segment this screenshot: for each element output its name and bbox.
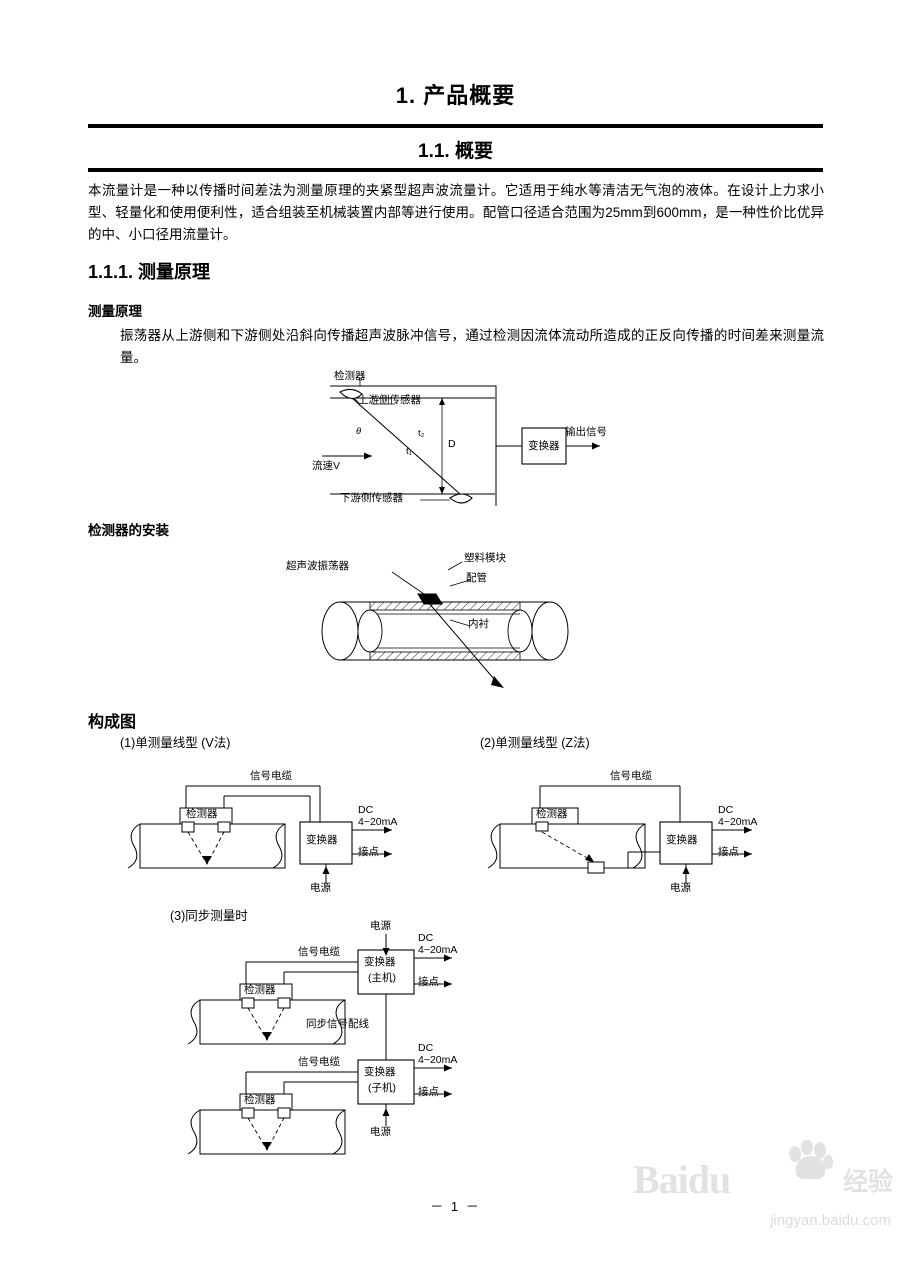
label-power-z: 电源 bbox=[670, 882, 691, 894]
label-signal-cable-z: 信号电缆 bbox=[610, 770, 652, 782]
subsection-title: 1.1.1. 测量原理 bbox=[88, 262, 211, 282]
label-upstream-sensor: 上游侧传感器 bbox=[358, 394, 421, 406]
figure-composition-sync: 信号电缆 检测器 变换器 (主机) 电源 DC 4~20mA 接点 同步信号配线… bbox=[180, 920, 510, 1160]
heading-measurement-principle: 测量原理 bbox=[88, 304, 142, 319]
label-lining: 内衬 bbox=[468, 618, 489, 630]
label-converter-slave: 变换器 bbox=[364, 1066, 396, 1078]
label-current-slave: 4~20mA bbox=[418, 1054, 458, 1066]
label-dc-v: DC bbox=[358, 804, 374, 816]
label-contact-v: 接点 bbox=[358, 846, 379, 858]
label-sync-cable: 同步信号配线 bbox=[306, 1018, 369, 1030]
watermark-suffix: 经验 bbox=[842, 1168, 893, 1196]
label-plastic-module: 塑料模块 bbox=[464, 552, 506, 564]
section-title: 1.1. 概要 bbox=[418, 141, 493, 162]
divider-top bbox=[88, 124, 823, 128]
principle-body: 振荡器从上游侧和下游侧处沿斜向传播超声波脉冲信号，通过检测因流体流动所造成的正反… bbox=[120, 328, 824, 365]
label-converter-z: 变换器 bbox=[666, 834, 698, 846]
label-current-master: 4~20mA bbox=[418, 944, 458, 956]
chapter-title: 1. 产品概要 bbox=[395, 83, 516, 108]
watermark-brand: Baidu bbox=[633, 1157, 731, 1202]
watermark-url: jingyan.baidu.com bbox=[770, 1212, 891, 1229]
label-piping: 配管 bbox=[466, 572, 487, 584]
divider-bottom bbox=[88, 168, 823, 172]
caption-z-method: (2)单测量线型 (Z法) bbox=[480, 736, 590, 750]
label-current-v: 4~20mA bbox=[358, 816, 398, 828]
label-converter-slave-sub: (子机) bbox=[368, 1082, 396, 1094]
label-signal-cable-master: 信号电缆 bbox=[298, 946, 340, 958]
caption-v-method: (1)单测量线型 (V法) bbox=[120, 736, 231, 750]
label-power-master: 电源 bbox=[370, 920, 391, 932]
label-detector-z: 检测器 bbox=[536, 808, 568, 820]
label-power-slave: 电源 bbox=[370, 1126, 391, 1138]
watermark: Baidu 经验 jingyan.baidu.com bbox=[633, 1140, 893, 1256]
heading-detector-installation: 检测器的安装 bbox=[88, 523, 169, 538]
label-dc-master: DC bbox=[418, 932, 434, 944]
figure-composition-z: 信号电缆 检测器 变换器 DC 4~20mA 接点 电源 bbox=[470, 756, 830, 896]
label-current-z: 4~20mA bbox=[718, 816, 758, 828]
figure-measurement-principle: 检测器 上游侧传感器 下游侧传感器 θ t₂ t₁ D 流速V 变换器 输出信号 bbox=[300, 370, 620, 516]
caption-synchronous: (3)同步测量时 bbox=[170, 909, 248, 923]
label-t2: t₂ bbox=[418, 428, 425, 439]
label-dc-slave: DC bbox=[418, 1042, 434, 1054]
label-theta: θ bbox=[356, 426, 362, 437]
label-power-v: 电源 bbox=[310, 882, 331, 894]
figure-composition-v: 信号电缆 检测器 变换器 DC 4~20mA 接点 电源 bbox=[110, 756, 470, 896]
label-detector: 检测器 bbox=[334, 370, 366, 382]
label-ultrasonic-oscillator: 超声波振荡器 bbox=[286, 560, 349, 572]
intro-paragraph: 本流量计是一种以传播时间差法为测量原理的夹紧型超声波流量计。它适用于纯水等清洁无… bbox=[88, 183, 824, 242]
label-contact-master: 接点 bbox=[418, 976, 439, 988]
label-output-signal: 输出信号 bbox=[565, 426, 607, 438]
paw-icon bbox=[789, 1140, 833, 1179]
label-diameter: D bbox=[448, 438, 456, 450]
label-signal-cable-slave: 信号电缆 bbox=[298, 1056, 340, 1068]
label-dc-z: DC bbox=[718, 804, 734, 816]
heading-composition: 构成图 bbox=[88, 714, 137, 731]
label-converter-master: 变换器 bbox=[364, 956, 396, 968]
label-contact-z: 接点 bbox=[718, 846, 739, 858]
label-downstream-sensor: 下游侧传感器 bbox=[340, 492, 403, 504]
label-contact-slave: 接点 bbox=[418, 1086, 439, 1098]
label-signal-cable-v: 信号电缆 bbox=[250, 770, 292, 782]
page-number: － 1 － bbox=[430, 1199, 481, 1214]
label-detector-v: 检测器 bbox=[186, 808, 218, 820]
label-detector-master: 检测器 bbox=[244, 984, 276, 996]
label-converter: 变换器 bbox=[528, 440, 560, 452]
label-detector-slave: 检测器 bbox=[244, 1094, 276, 1106]
label-flow-velocity: 流速V bbox=[312, 460, 341, 472]
label-converter-v: 变换器 bbox=[306, 834, 338, 846]
figure-detector-installation: 超声波振荡器 塑料模块 配管 内衬 bbox=[286, 550, 620, 695]
label-converter-master-sub: (主机) bbox=[368, 972, 396, 984]
label-t1: t₁ bbox=[406, 446, 412, 457]
